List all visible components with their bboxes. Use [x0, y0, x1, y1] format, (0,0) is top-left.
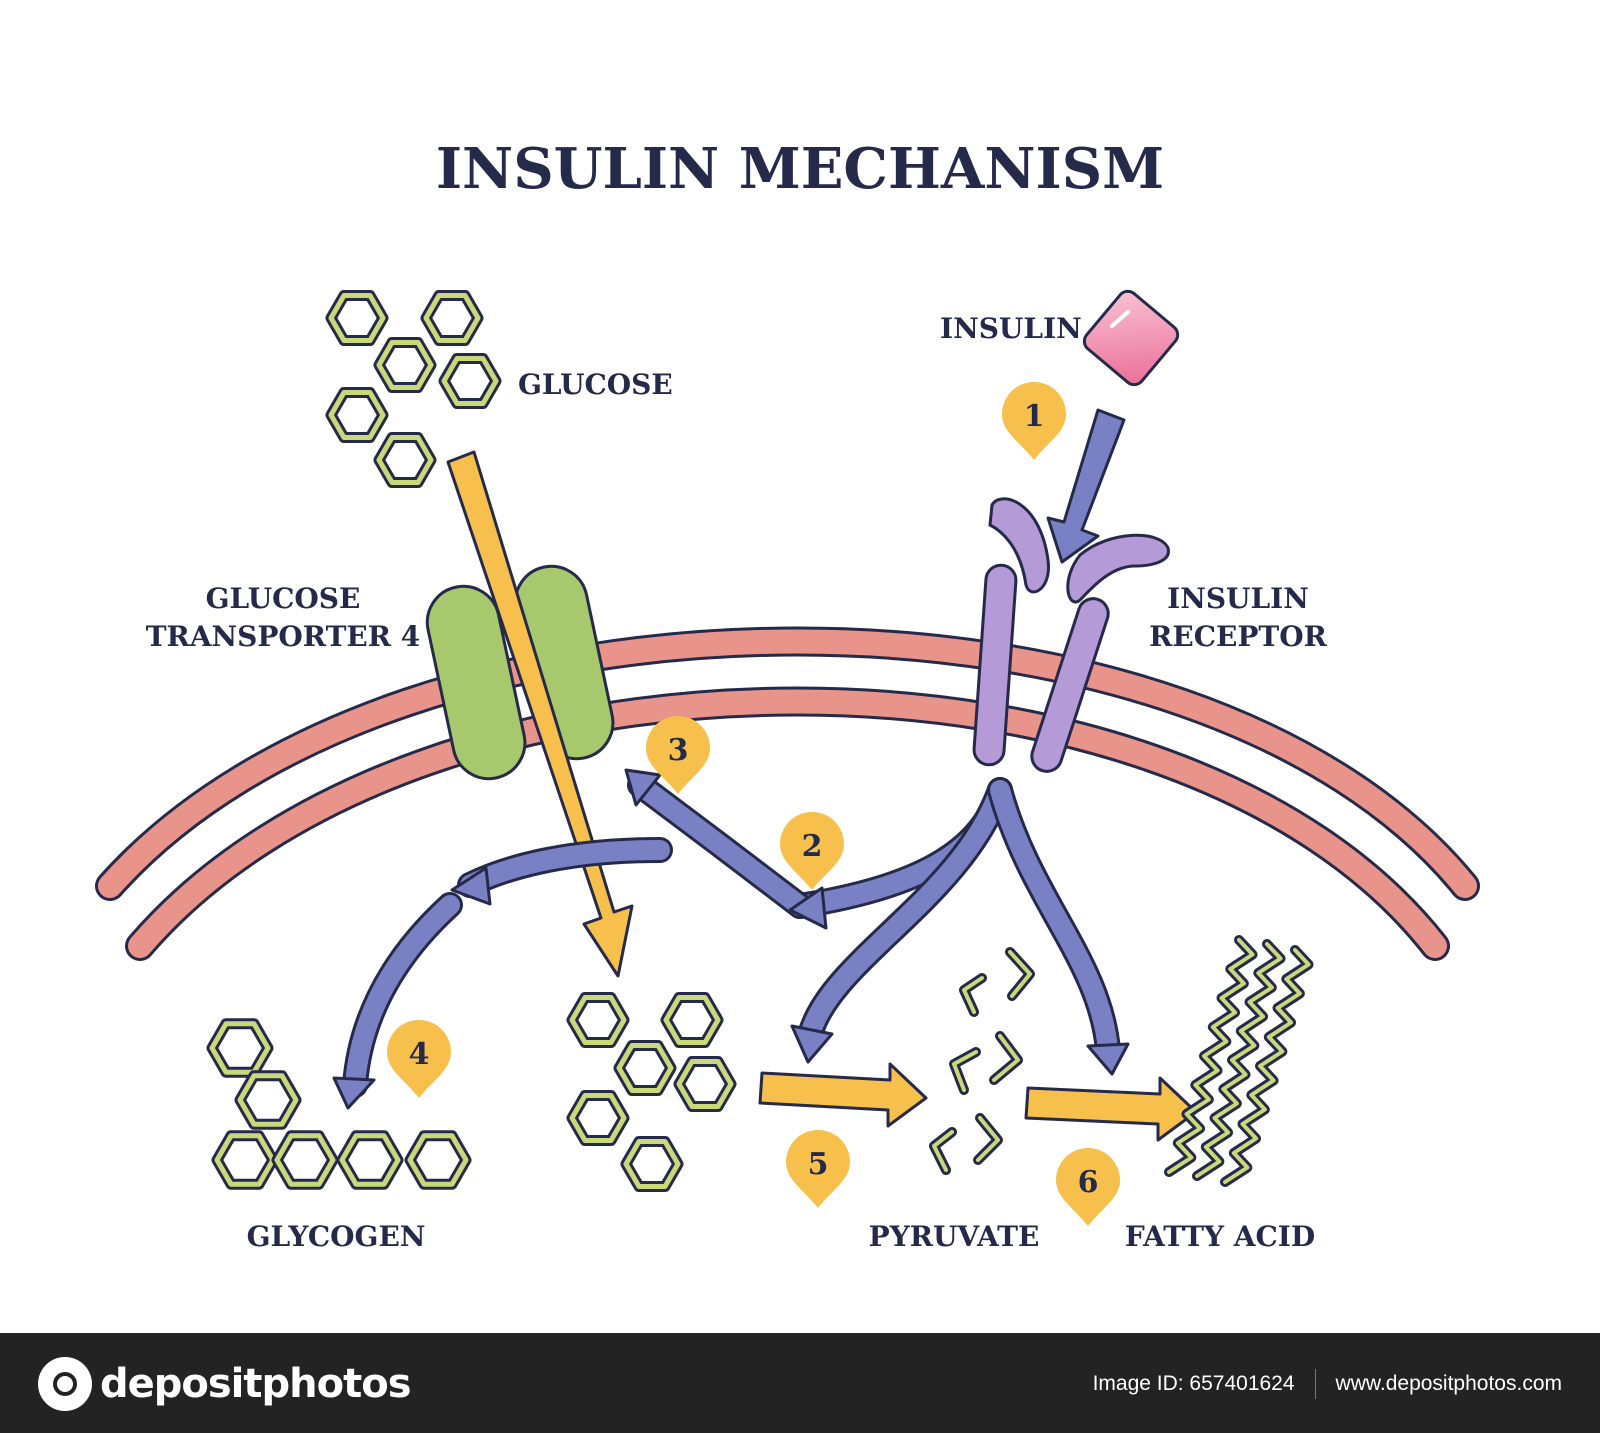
brand-name: depositphotos	[100, 1361, 412, 1407]
glucose-hexagon-inner	[441, 356, 499, 406]
diagram-title: INSULIN MECHANISM	[436, 136, 1164, 202]
glycogen-hexagon-inner	[209, 1021, 271, 1075]
badge-shape	[786, 1130, 850, 1208]
glycogen-hexagon-inner	[407, 1133, 469, 1187]
glycogen-molecule	[206, 1018, 472, 1190]
pyruvate-chain-inner	[932, 1130, 954, 1172]
glycogen-hexagon-inner	[274, 1133, 336, 1187]
label-insulin: INSULIN	[940, 312, 1082, 345]
pyruvate-chain-inner	[952, 1050, 978, 1092]
site-url: www.depositphotos.com	[1335, 1372, 1562, 1395]
fatty-acid-chain-inner	[1223, 948, 1311, 1184]
step-number: 5	[808, 1147, 829, 1182]
fatty-acid-chain-inner	[1195, 942, 1283, 1178]
label-fatty-acid: FATTY ACID	[1125, 1220, 1315, 1253]
badge-shape	[646, 716, 710, 794]
badge-shape	[780, 812, 844, 890]
fatty-acid-chain-inner	[1167, 938, 1255, 1174]
pyruvate-chain-inner	[992, 1034, 1020, 1082]
glucose-hexagon-inner	[569, 995, 627, 1045]
label-glycogen: GLYCOGEN	[247, 1220, 426, 1253]
glucose-hexagon-inner	[328, 390, 386, 440]
insulin-mechanism-diagram: INSULIN MECHANISM	[95, 136, 1480, 1253]
glycogen-hexagon-inner	[214, 1133, 276, 1187]
label-glucose: GLUCOSE	[518, 368, 673, 401]
glucose-molecules	[325, 290, 502, 488]
badge-shape	[1056, 1148, 1120, 1226]
pyruvate-chain	[1005, 947, 1035, 1001]
pyruvate-chain-inner	[976, 1116, 1000, 1162]
glucose-hexagon-inner	[663, 995, 721, 1045]
camera-logo-icon	[38, 1357, 92, 1411]
footer-divider	[1314, 1369, 1316, 1399]
step-badge-2: 2	[780, 812, 844, 890]
step-number: 4	[409, 1037, 430, 1072]
label-pyruvate: PYRUVATE	[869, 1220, 1040, 1253]
pyruvate-chain-inner	[962, 976, 984, 1014]
cell-membrane	[95, 626, 1480, 961]
insulin-molecule	[1082, 289, 1180, 387]
step-number: 6	[1078, 1165, 1099, 1200]
signal-arrowheads	[332, 768, 1130, 1110]
pyruvate-molecules	[929, 947, 1035, 1175]
label-glucose-transporter-line2: TRANSPORTER 4	[146, 620, 421, 653]
glucose-hexagon-inner	[569, 1093, 627, 1143]
glucose-hexagon-inner	[676, 1059, 734, 1109]
diagram-canvas: INSULIN MECHANISM	[95, 136, 1480, 1253]
glucose-hexagon-inner	[623, 1139, 681, 1189]
glycogen-hexagon-inner	[237, 1073, 299, 1127]
step-badge-5: 5	[786, 1130, 850, 1208]
glycogen-hexagon-inner	[339, 1133, 401, 1187]
step-badge-6: 6	[1056, 1148, 1120, 1226]
insulin-binding-arrow	[1046, 408, 1126, 564]
step-number: 3	[668, 733, 689, 768]
conversion-arrows	[758, 1062, 1198, 1142]
glucose-hexagon-inner	[328, 293, 386, 343]
step-badge-1: 1	[1002, 382, 1066, 460]
glucose-hexagon-inner	[616, 1043, 674, 1093]
step-badges: 1 2 3 4 5 6	[387, 382, 1120, 1226]
label-insulin-receptor-line2: RECEPTOR	[1149, 620, 1328, 653]
intracellular-glucose	[566, 992, 737, 1192]
step-number: 2	[802, 829, 823, 864]
signal-pathways	[342, 772, 1121, 1098]
label-insulin-receptor-line1: INSULIN	[1167, 582, 1309, 615]
step-badge-3: 3	[646, 716, 710, 794]
stock-footer: depositphotos Image ID: 657401624 www.de…	[0, 1333, 1600, 1433]
glucose-hexagon-inner	[376, 435, 434, 485]
image-id: Image ID: 657401624	[1092, 1372, 1295, 1395]
label-glucose-transporter-line1: GLUCOSE	[206, 582, 361, 615]
insulin-receptor	[972, 497, 1170, 773]
glucose-hexagon-inner	[376, 340, 434, 390]
badge-shape	[387, 1020, 451, 1098]
footer-info: Image ID: 657401624 www.depositphotos.co…	[1093, 1369, 1562, 1399]
glucose-hexagon-inner	[423, 293, 481, 343]
badge-shape	[1002, 382, 1066, 460]
step-badge-4: 4	[387, 1020, 451, 1098]
fatty-acid-molecules	[1164, 935, 1314, 1187]
brand-logo: depositphotos	[38, 1357, 412, 1411]
step-number: 1	[1024, 399, 1045, 434]
pyruvate-chain-inner	[1008, 950, 1032, 998]
